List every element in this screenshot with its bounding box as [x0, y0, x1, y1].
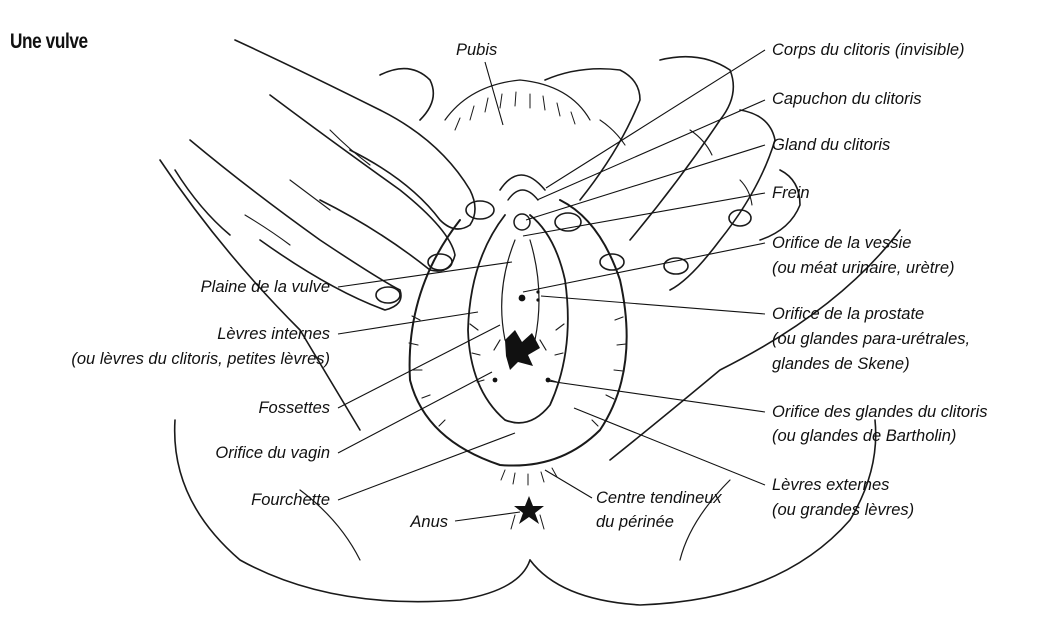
label-centre-line2: du périnée [596, 513, 674, 531]
label-gland: Gland du clitoris [772, 136, 890, 154]
label-externes-line2: (ou grandes lèvres) [772, 501, 914, 519]
diagram-title: Une vulve [10, 30, 88, 54]
leader-line-prostate [541, 296, 765, 314]
label-internes-line2: (ou lèvres du clitoris, petites lèvres) [71, 350, 330, 368]
leader-line-vessie [523, 243, 765, 292]
label-anus: Anus [409, 513, 448, 531]
label-pubis: Pubis [456, 41, 497, 59]
label-capuchon: Capuchon du clitoris [772, 90, 922, 108]
label-vagin: Orifice du vagin [215, 444, 330, 462]
label-vessie-line2: (ou méat urinaire, urètre) [772, 259, 955, 277]
leader-lines [338, 50, 765, 521]
leader-line-anus [455, 512, 520, 521]
label-prostate-line3: glandes de Skene) [772, 355, 910, 373]
leader-line-levres-externes [574, 408, 765, 485]
label-fossettes: Fossettes [258, 399, 330, 417]
leader-line-fourchette [338, 433, 515, 500]
label-corps-clitoris: Corps du clitoris (invisible) [772, 41, 965, 59]
label-internes-line1: Lèvres internes [217, 325, 330, 343]
leader-line-vagin [338, 372, 492, 453]
leader-line-gland [526, 145, 765, 220]
label-glandes-line1: Orifice des glandes du clitoris [772, 403, 988, 421]
leader-line-capuchon [537, 100, 765, 200]
label-fourchette: Fourchette [251, 491, 330, 509]
label-frein: Frein [772, 184, 810, 202]
leader-line-glandes [548, 381, 765, 412]
leader-line-pubis [485, 62, 503, 125]
leader-line-levres-internes [338, 312, 478, 334]
label-externes-line1: Lèvres externes [772, 476, 889, 494]
leader-line-centre-tendineux [545, 470, 592, 498]
label-prostate-line2: (ou glandes para-urétrales, [772, 330, 970, 348]
label-prostate-line1: Orifice de la prostate [772, 305, 924, 323]
illustration-fills [493, 290, 551, 524]
label-vessie-line1: Orifice de la vessie [772, 234, 911, 252]
leader-line-fossettes [338, 325, 500, 408]
label-plaine: Plaine de la vulve [201, 278, 330, 296]
label-glandes-line2: (ou glandes de Bartholin) [772, 427, 956, 445]
label-centre-line1: Centre tendineux [596, 489, 722, 507]
labels: Pubis Corps du clitoris (invisible) Capu… [71, 41, 987, 531]
